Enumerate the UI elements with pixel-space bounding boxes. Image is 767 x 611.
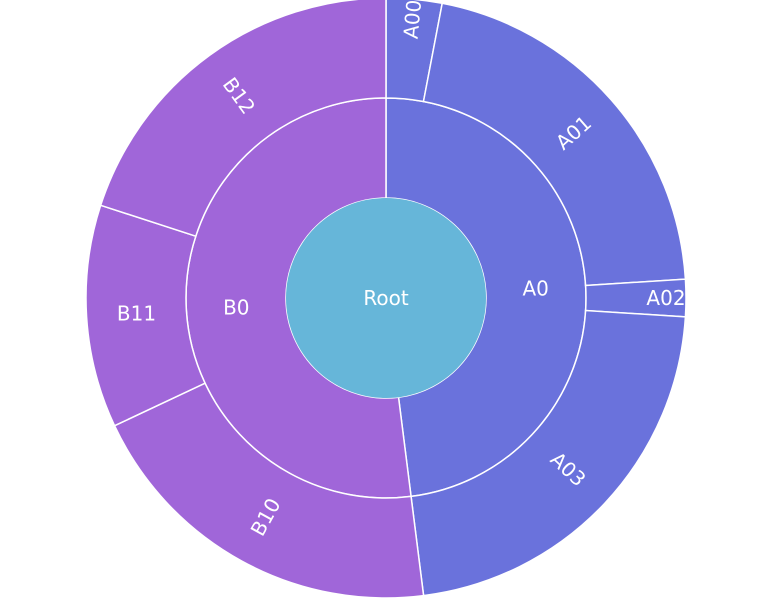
label-a0: A0 xyxy=(523,277,549,301)
inner-ring xyxy=(185,97,587,499)
segment-a01[interactable] xyxy=(422,2,687,287)
outer-ring xyxy=(85,0,687,599)
root-label: Root xyxy=(363,286,408,310)
label-b0: B0 xyxy=(223,295,249,319)
root-node[interactable] xyxy=(286,198,486,398)
label-b11: B11 xyxy=(117,302,156,326)
label-a02: A02 xyxy=(646,286,685,310)
segment-b12[interactable] xyxy=(99,0,387,238)
segment-a03[interactable] xyxy=(410,309,687,597)
label-a00: A00 xyxy=(399,0,427,40)
segment-b10[interactable] xyxy=(113,382,425,599)
